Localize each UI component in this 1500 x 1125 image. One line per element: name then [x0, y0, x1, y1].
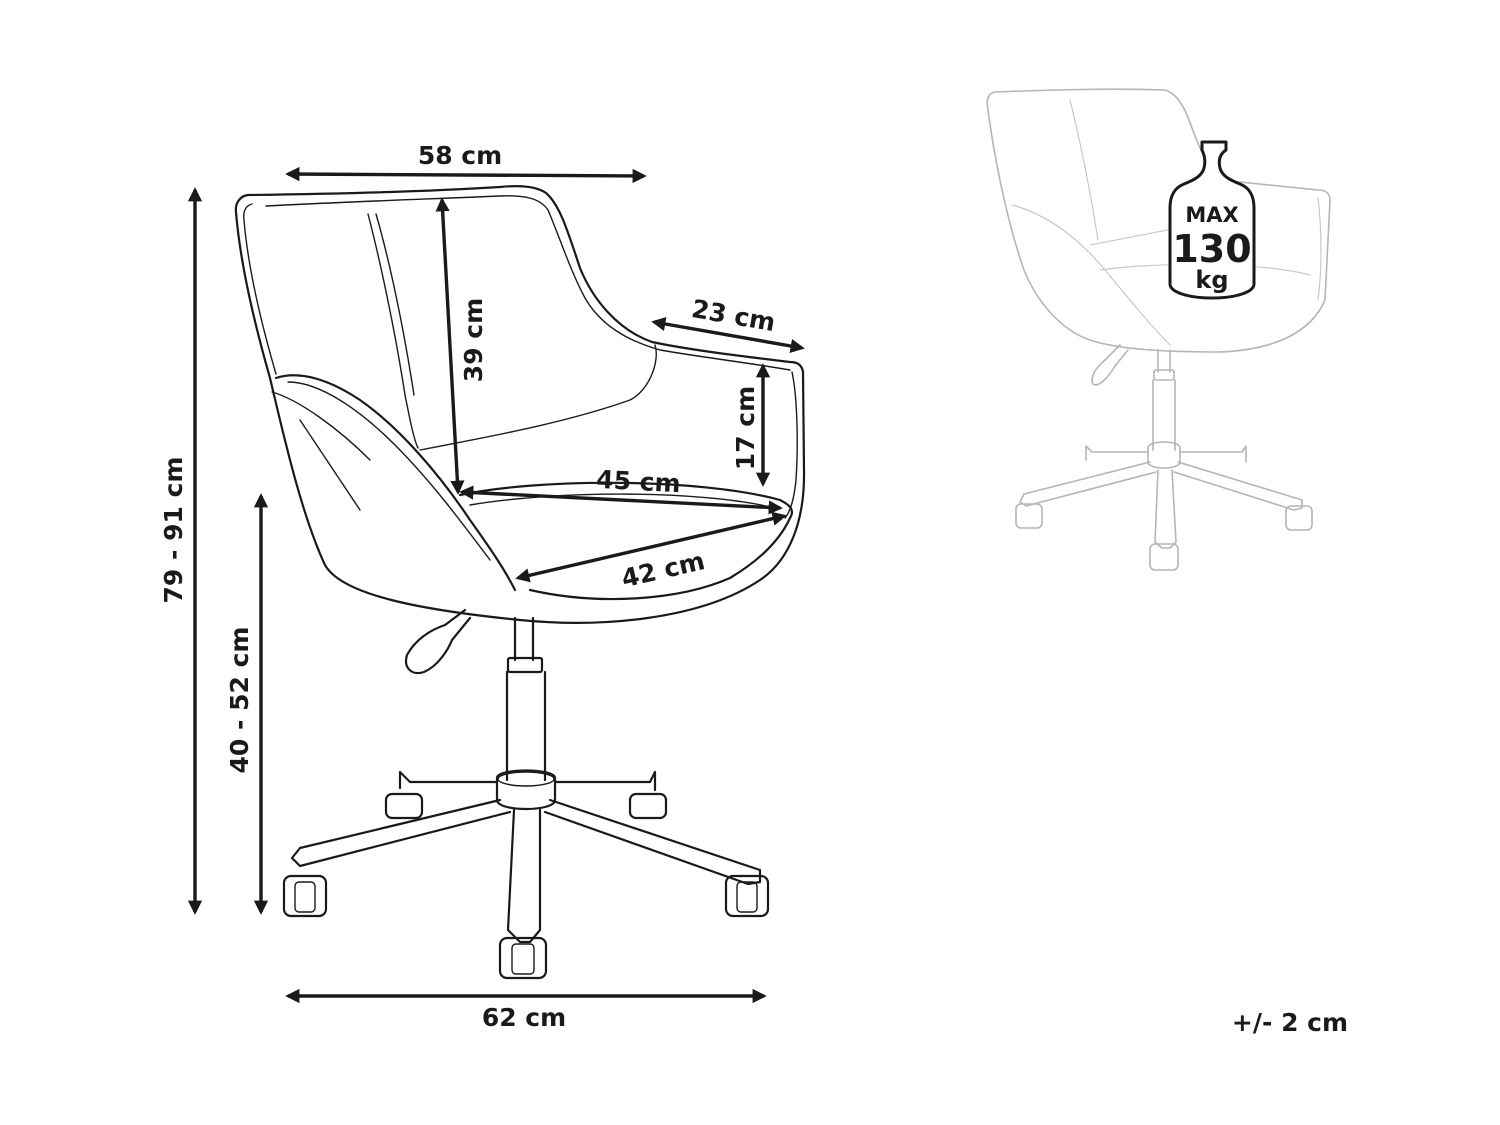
max-load-badge: MAX 130 kg	[1168, 140, 1256, 300]
label-seat-width: 45 cm	[596, 465, 682, 498]
arrow-seat-width	[459, 485, 783, 515]
caster-back-right	[628, 792, 668, 820]
max-load-label: MAX	[1185, 203, 1238, 227]
dimension-arrows	[187, 166, 805, 1004]
label-armrest-height: 17 cm	[731, 386, 760, 470]
tolerance-note: +/- 2 cm	[1231, 1008, 1349, 1037]
arrow-armrest-length	[651, 316, 805, 354]
label-base-width: 62 cm	[482, 1003, 566, 1032]
weight-icon	[1168, 140, 1256, 300]
label-backrest-height: 39 cm	[459, 298, 488, 382]
label-seat-height: 40 - 52 cm	[225, 627, 254, 774]
caster-front	[498, 936, 548, 980]
caster-back-left	[384, 792, 424, 820]
max-load-unit: kg	[1195, 266, 1228, 294]
max-load-value: 130	[1172, 227, 1251, 271]
caster-right	[724, 874, 770, 918]
chair-drawing-small	[986, 88, 1331, 571]
arrow-seat-depth	[515, 511, 787, 583]
label-seat-depth: 42 cm	[619, 546, 708, 593]
label-width-top: 58 cm	[418, 141, 502, 170]
arrow-width-top	[285, 166, 647, 184]
arrow-backrest-height	[435, 197, 465, 495]
caster-left	[282, 874, 328, 918]
label-total-height: 79 - 91 cm	[159, 457, 188, 604]
